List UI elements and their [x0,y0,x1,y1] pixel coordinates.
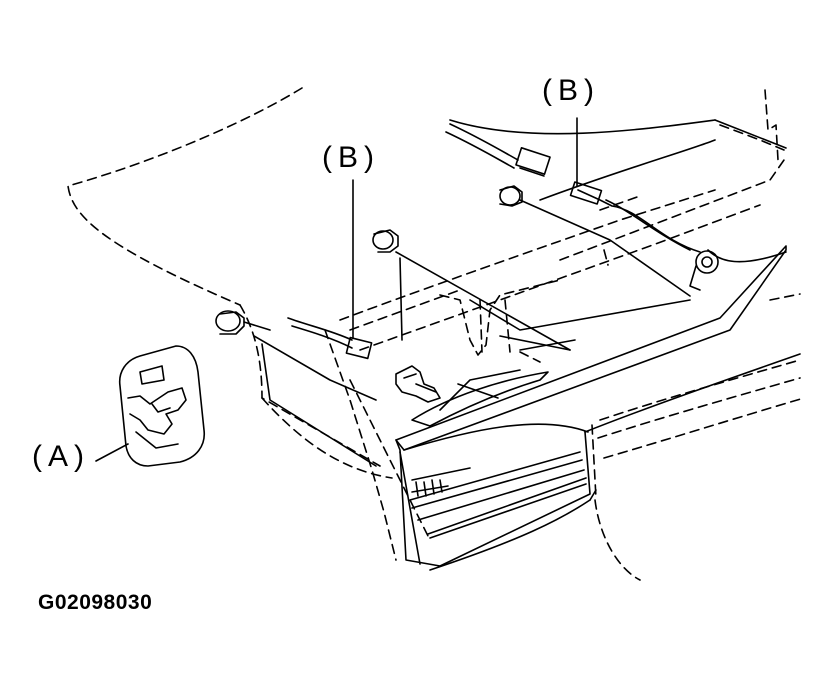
figure-code: G02098030 [38,591,153,614]
callout-label-a: (A) [32,440,90,473]
clip-part-a [120,346,205,466]
wire-harness-top [446,124,550,176]
fastener-pin-right [500,186,690,296]
wire-harness-right [571,182,718,290]
fastener-pin-left [216,311,376,466]
trunk-lid-outline [68,88,302,305]
body-panel-outline [240,90,804,580]
lens-details [410,452,586,538]
leader-lines [96,118,577,461]
fastener-pin-center [373,230,398,252]
callout-label-b-left: (B) [322,141,380,174]
inner-lamp-assembly [396,252,690,426]
callout-label-b-right: (B) [542,74,600,107]
socket-connector [396,366,440,402]
wire-harness-left [288,318,372,358]
lamp-housing [396,120,800,570]
